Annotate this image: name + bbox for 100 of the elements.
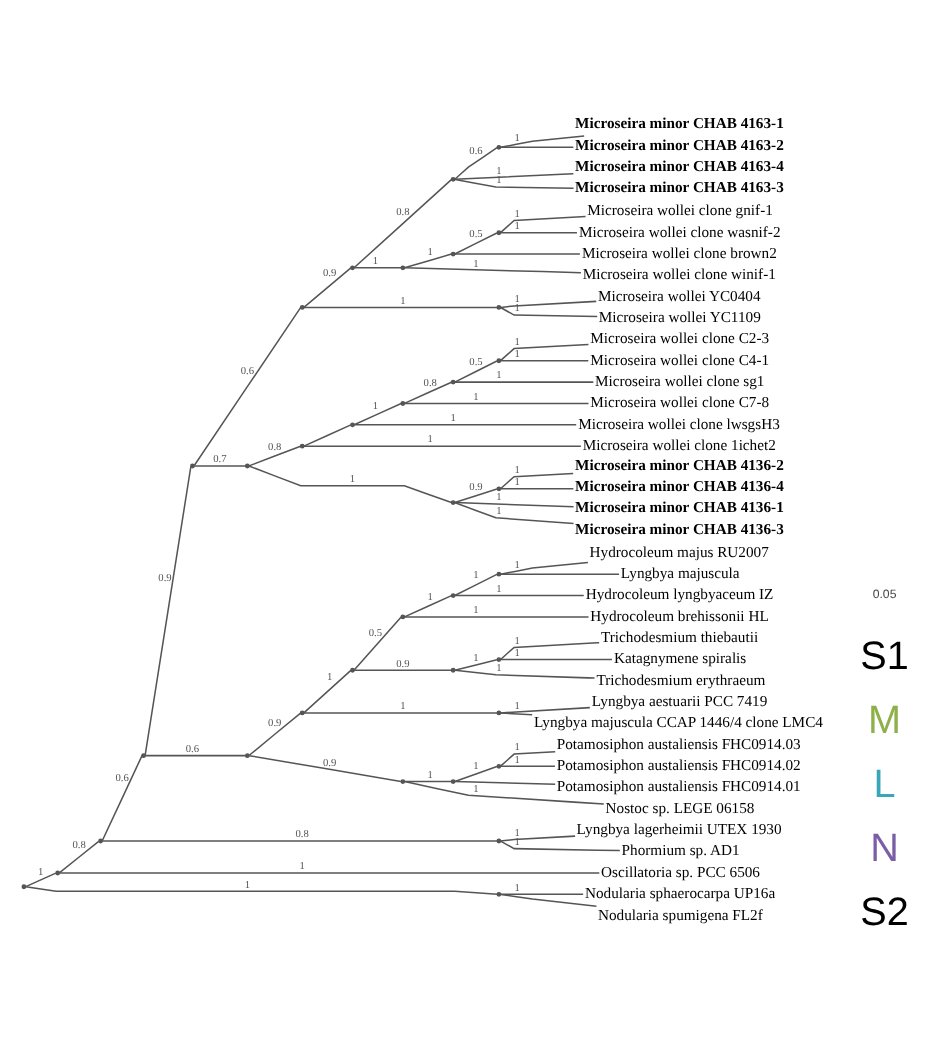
node-text: Hydrocoleum brehissonii HL: [590, 605, 769, 624]
node-text: Lyngbya aestuarii PCC 7419: [591, 691, 768, 710]
node-point: [496, 485, 502, 491]
connector: [454, 231, 498, 254]
node-point: [400, 778, 406, 783]
node-point: [496, 229, 502, 235]
connector: [499, 145, 575, 148]
node-text: Trichodesmium thiebautii: [601, 627, 759, 646]
connector: [454, 572, 498, 596]
connector: [403, 252, 453, 268]
connector: [403, 266, 582, 273]
connector: [454, 668, 596, 678]
connector: [499, 657, 613, 660]
connector: [499, 764, 556, 767]
node-point: [350, 264, 355, 270]
node-point: [496, 762, 502, 768]
connector: [499, 342, 590, 361]
connector: [454, 657, 498, 670]
node-text: Microseira minor CHAB 4136-3: [575, 518, 784, 537]
connector: [353, 401, 402, 425]
node-text: Microseira wollei clone C7-8: [590, 392, 770, 411]
label: M: [868, 698, 902, 743]
node-text: Microseira minor CHAB 4136-1: [575, 497, 784, 516]
node-text: Microseira wollei clone gnif-1: [587, 200, 773, 219]
node-point: [496, 357, 502, 363]
node-text: Microseira wollei clone sg1: [594, 370, 765, 389]
connector: [403, 779, 453, 782]
node-text: Microseira minor CHAB 4136-2: [575, 454, 784, 473]
node-text: Potamosiphon austaliensis FHC0914.02: [556, 755, 801, 774]
node-point: [98, 837, 104, 843]
node-text: Microseira minor CHAB 4163-1: [575, 113, 784, 132]
connector: [499, 572, 620, 574]
label: S1: [860, 634, 909, 679]
connector: [248, 464, 453, 503]
node-text: Microseira minor CHAB 4163-2: [575, 134, 784, 153]
node-text: Lyngbya majuscula: [620, 563, 740, 582]
connector: [454, 177, 575, 189]
connector: [499, 214, 587, 233]
connector: [500, 892, 598, 906]
node-point: [450, 778, 456, 783]
connector: [353, 615, 402, 670]
node-point: [496, 837, 502, 843]
node-text: Microseira wollei clone wasnif-2: [578, 221, 781, 240]
node-point: [496, 656, 502, 661]
node-point: [400, 400, 406, 405]
connector: [193, 464, 247, 466]
node-point: [350, 421, 355, 427]
node-text: Nodularia spumigena FL2f: [597, 904, 763, 923]
connector: [454, 487, 498, 503]
node-text: Microseira minor CHAB 4163-4: [575, 155, 784, 174]
node-point: [299, 709, 305, 715]
connector: [499, 487, 575, 489]
node-text: Microseira minor CHAB 4163-3: [575, 177, 784, 196]
connector: [144, 465, 192, 755]
node-text: Microseira minor CHAB 4136-4: [575, 476, 784, 495]
connector: [303, 711, 498, 713]
node-text: Microseira wollei clone lwsgsH3: [578, 413, 780, 432]
connector: [454, 252, 581, 254]
connector: [25, 885, 498, 895]
connector: [101, 754, 143, 841]
connector: [454, 145, 498, 179]
node-text: Trichodesmium erythraeum: [596, 669, 766, 688]
connector: [499, 305, 598, 317]
node-point: [299, 442, 305, 448]
connector: [144, 753, 247, 756]
connector: [403, 380, 453, 404]
connector: [454, 172, 575, 180]
connector: [403, 615, 590, 617]
connector: [499, 359, 590, 361]
node-point: [244, 752, 250, 758]
connector: [248, 444, 302, 466]
node-text: Microseira wollei clone C2-3: [590, 328, 770, 347]
node-text: Microseira wollei clone brown2: [581, 242, 777, 261]
node-text: Hydrocoleum lyngbyaceum IZ: [585, 584, 774, 603]
node-point: [450, 592, 456, 597]
connector: [353, 266, 402, 268]
label: N: [870, 826, 899, 871]
node-point: [141, 752, 146, 758]
connector: [303, 444, 582, 446]
connector: [499, 640, 600, 660]
connector: [499, 230, 578, 233]
connector: [303, 266, 352, 308]
node-point: [21, 883, 27, 889]
label: L: [873, 762, 896, 807]
node-text: Microseira wollei clone C4-1: [590, 349, 770, 368]
node-point: [55, 869, 61, 875]
connector: [500, 560, 589, 574]
node-point: [496, 143, 502, 149]
connector: [499, 299, 597, 308]
node-text: Lyngbya majuscula CCAP 1446/4 clone LMC4: [533, 712, 823, 731]
node-text: Phormium sp. AD1: [621, 840, 740, 859]
connector: [403, 593, 453, 617]
node-point: [190, 462, 195, 468]
connector: [499, 471, 574, 489]
connector: [454, 593, 585, 596]
node-text: Potamosiphon austaliensis FHC0914.01: [556, 776, 801, 795]
connector: [499, 839, 621, 851]
node-point: [496, 304, 502, 309]
node-text: Microseira wollei clone 1ichet2: [582, 434, 776, 453]
connector: [58, 839, 100, 873]
